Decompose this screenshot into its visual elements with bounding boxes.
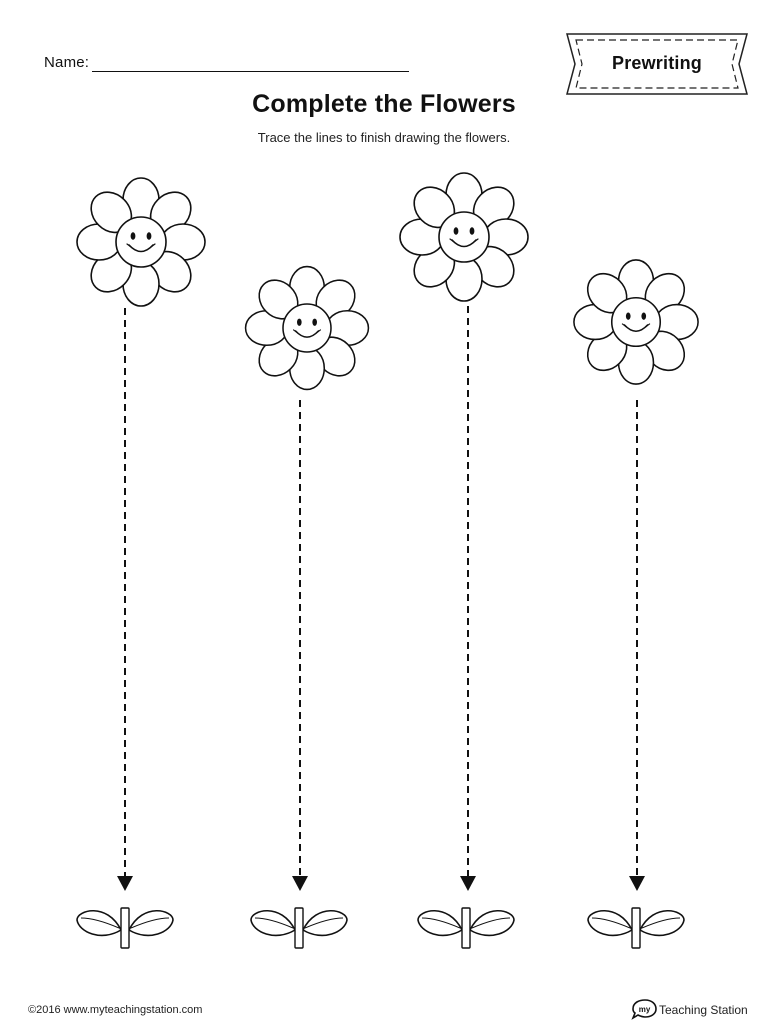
leaves-icon xyxy=(250,907,348,949)
arrow-down-icon xyxy=(292,876,308,891)
footer-brand: my Teaching Station xyxy=(630,998,755,1020)
page-title: Complete the Flowers xyxy=(252,90,516,118)
flower-icon xyxy=(573,259,699,385)
flower-3 xyxy=(399,172,529,949)
leaves-icon xyxy=(587,907,685,949)
flower-1 xyxy=(76,177,206,949)
leaves-icon xyxy=(76,907,174,949)
flower-4 xyxy=(573,259,699,949)
badge-label: Prewriting xyxy=(611,53,702,73)
flower-icon xyxy=(399,172,529,302)
arrow-down-icon xyxy=(629,876,645,891)
footer-brand-name: Teaching Station xyxy=(659,1003,748,1017)
name-label: Name: xyxy=(44,54,90,71)
category-badge: Prewriting xyxy=(563,30,751,98)
name-line[interactable] xyxy=(92,71,409,72)
leaves-icon xyxy=(417,907,515,949)
badge-frame xyxy=(566,33,748,95)
arrow-down-icon xyxy=(117,876,133,891)
logo-mark-text: my xyxy=(639,1005,651,1014)
arrow-down-icon xyxy=(460,876,476,891)
instructions: Trace the lines to finish drawing the fl… xyxy=(257,130,511,145)
name-field[interactable]: Name: xyxy=(44,54,424,74)
flower-2 xyxy=(244,265,370,949)
flower-icon xyxy=(244,265,370,391)
teaching-station-logo-icon: my xyxy=(631,999,657,1020)
footer-copyright: ©2016 www.myteachingstation.com xyxy=(28,1004,203,1016)
flower-icon xyxy=(76,177,206,307)
